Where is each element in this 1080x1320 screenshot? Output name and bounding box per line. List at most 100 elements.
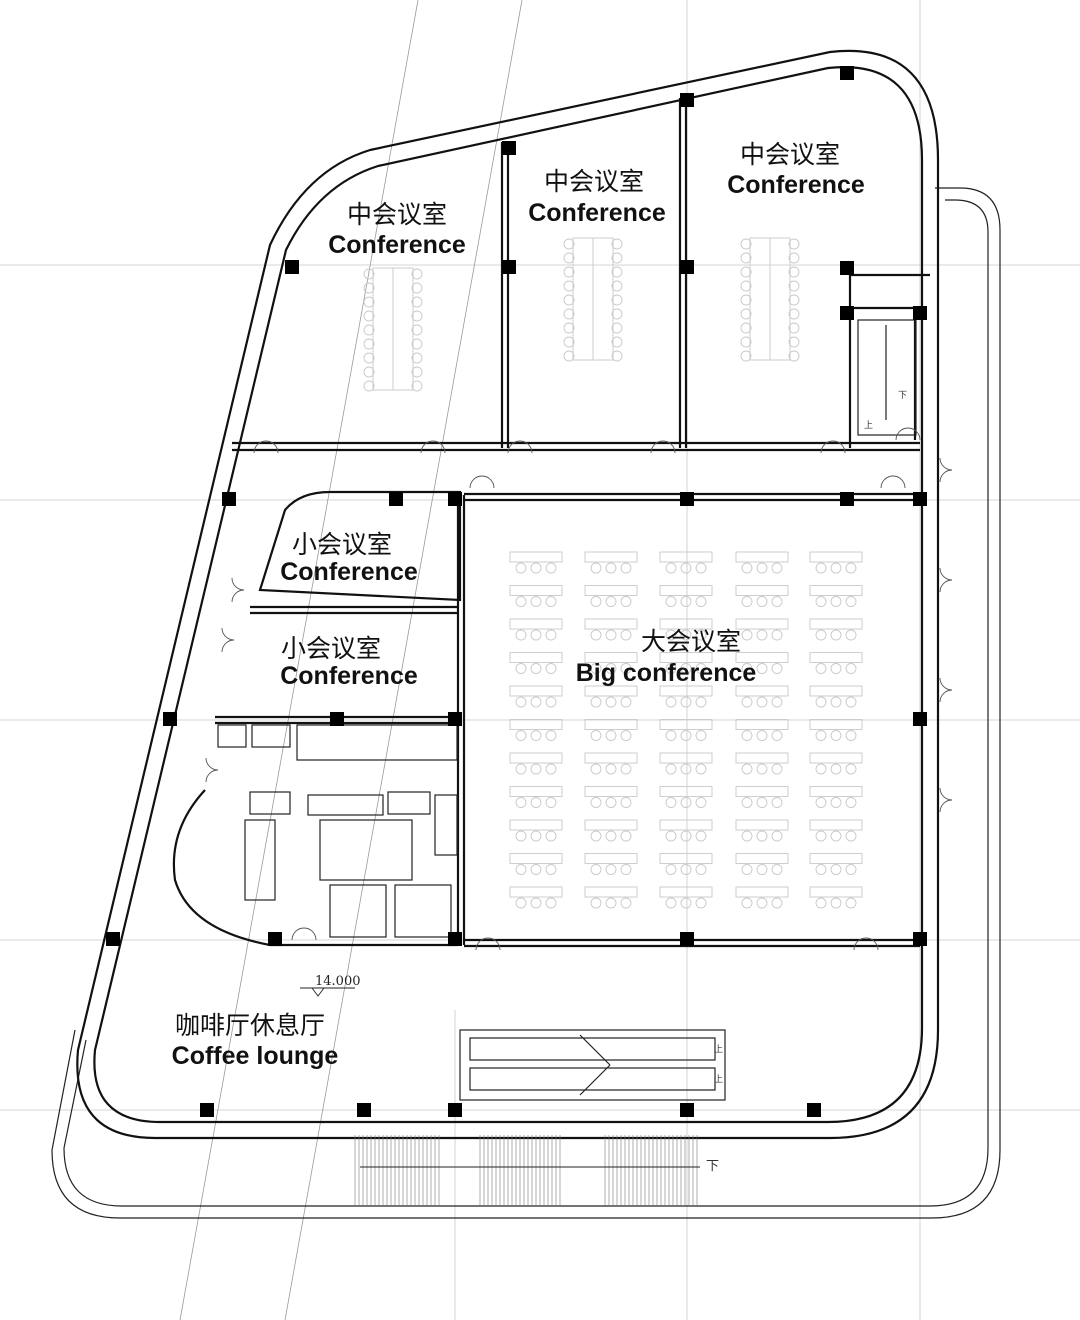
column <box>680 932 694 946</box>
stair-flight <box>479 1135 561 1205</box>
desk-row <box>659 819 713 842</box>
door <box>650 440 676 454</box>
column <box>285 260 299 274</box>
desk-row <box>659 853 713 875</box>
desk-row <box>735 886 789 909</box>
column <box>448 1103 462 1117</box>
table-cluster <box>363 267 423 392</box>
door <box>469 475 495 489</box>
desk-row <box>735 652 789 674</box>
small-conference-2-name-en: Conference <box>280 662 418 690</box>
conference-3-name-en: Conference <box>727 171 865 199</box>
desk-row <box>584 853 638 875</box>
desk-row <box>509 652 563 674</box>
door <box>820 440 846 454</box>
desk-row <box>659 752 713 775</box>
door <box>853 937 879 951</box>
desk-row <box>584 652 638 674</box>
door <box>939 677 953 703</box>
column <box>840 261 854 275</box>
column <box>840 66 854 80</box>
desk-row <box>509 819 563 842</box>
desk-row <box>584 819 638 842</box>
door <box>895 427 921 441</box>
column <box>330 712 344 726</box>
desk-row <box>584 685 638 708</box>
column <box>200 1103 214 1117</box>
desk-row <box>735 618 789 641</box>
conference-3-name-cn: 中会议室 <box>740 140 840 169</box>
desk-row <box>735 685 789 708</box>
desk-row <box>735 853 789 875</box>
desk-row <box>735 719 789 741</box>
table-cluster <box>740 237 800 362</box>
desk-row <box>809 886 863 909</box>
outer-wall <box>76 49 940 1140</box>
column <box>502 141 516 155</box>
conference-2-name-cn: 中会议室 <box>544 167 644 196</box>
stair-flight <box>354 1135 440 1205</box>
column <box>807 1103 821 1117</box>
column <box>222 492 236 506</box>
desk-row <box>509 886 563 909</box>
desk-row <box>509 719 563 741</box>
desk-row <box>659 618 713 641</box>
desk-row <box>659 886 713 909</box>
entrance-stairs <box>354 1135 700 1205</box>
desk-row <box>509 752 563 775</box>
column <box>389 492 403 506</box>
door <box>231 577 245 603</box>
column <box>680 492 694 506</box>
desk-row <box>809 618 863 641</box>
coffee-lounge-name-en: Coffee lounge <box>172 1042 339 1070</box>
desk-row <box>809 551 863 574</box>
column <box>913 306 927 320</box>
door <box>475 937 501 951</box>
desk-row <box>735 786 789 808</box>
door <box>880 475 906 489</box>
door <box>253 440 279 454</box>
desk-row <box>659 551 713 574</box>
column <box>448 712 462 726</box>
desk-row <box>659 585 713 607</box>
column <box>680 93 694 107</box>
desk-row <box>809 685 863 708</box>
desk-row <box>584 719 638 741</box>
podium-outline-inner <box>63 199 989 1207</box>
desk-row <box>735 551 789 574</box>
desk-row <box>509 786 563 808</box>
desk-row <box>584 585 638 607</box>
column <box>680 1103 694 1117</box>
column <box>106 932 120 946</box>
desk-row <box>735 752 789 775</box>
desk-row <box>584 886 638 909</box>
conference-1-name-cn: 中会议室 <box>347 200 447 229</box>
elevation-marker: 14.000 <box>300 974 361 997</box>
column <box>163 712 177 726</box>
door <box>205 757 219 783</box>
desk-row <box>509 685 563 708</box>
stair-down-mark-2: 下 <box>898 391 907 401</box>
column <box>357 1103 371 1117</box>
columns <box>106 66 927 1117</box>
desk-row <box>809 853 863 875</box>
door <box>420 440 446 454</box>
elevation-label: 14.000 <box>315 974 361 989</box>
desk-row <box>659 652 713 674</box>
desk-row <box>659 719 713 741</box>
desk-row <box>509 551 563 574</box>
desk-row <box>584 551 638 574</box>
coffee-lounge-name-cn: 咖啡厅休息厅 <box>175 1011 325 1040</box>
small-conference-1-name-cn: 小会议室 <box>292 530 392 559</box>
stair-flight <box>604 1135 698 1205</box>
desk-row <box>809 819 863 842</box>
desk-row <box>809 652 863 674</box>
desk-row <box>659 685 713 708</box>
column <box>268 932 282 946</box>
furniture <box>363 237 863 909</box>
column <box>913 492 927 506</box>
desk-row <box>584 752 638 775</box>
desk-row <box>809 752 863 775</box>
desk-row <box>809 786 863 808</box>
